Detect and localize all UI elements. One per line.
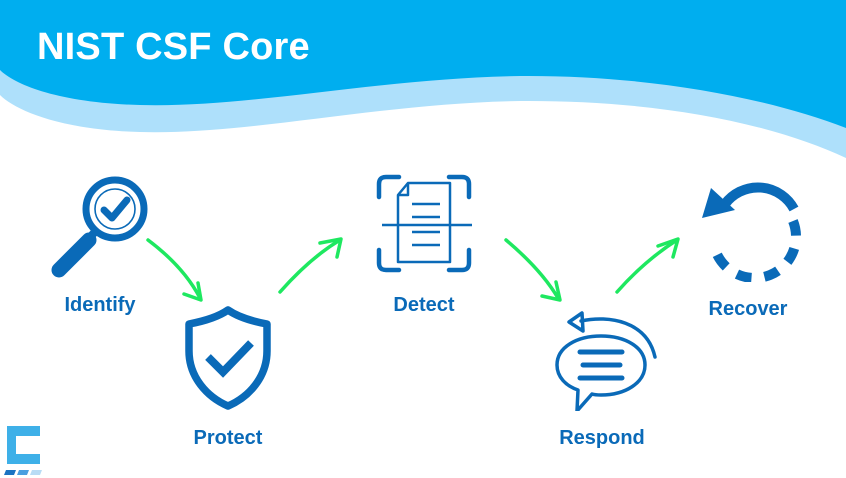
- stage-identify: Identify: [40, 170, 160, 317]
- arrow-respond-to-recover: [615, 237, 680, 294]
- stage-label-respond: Respond: [559, 427, 645, 449]
- document-scan-icon: [376, 174, 472, 273]
- banner-wave-main: [0, 0, 846, 128]
- header-banner: [0, 0, 846, 158]
- shield-check-icon: [185, 306, 271, 410]
- stage-label-detect: Detect: [393, 294, 455, 316]
- stage-label-protect: Protect: [193, 427, 263, 449]
- page-title: NIST CSF Core: [37, 26, 310, 68]
- stage-protect: Protect: [168, 305, 288, 450]
- brand-c-logo-icon: [4, 426, 42, 475]
- arrow-protect-to-detect: [278, 237, 343, 294]
- arrow-detect-to-respond: [504, 238, 562, 302]
- stage-detect: Detect: [362, 170, 486, 317]
- recovery-cycle-icon: [702, 182, 801, 282]
- stage-respond: Respond: [540, 307, 664, 450]
- magnifier-check-icon: [51, 176, 148, 278]
- stage-recover: Recover: [686, 170, 810, 321]
- chat-reply-icon: [555, 311, 657, 411]
- stage-label-recover: Recover: [708, 298, 788, 320]
- stage-label-identify: Identify: [64, 294, 136, 316]
